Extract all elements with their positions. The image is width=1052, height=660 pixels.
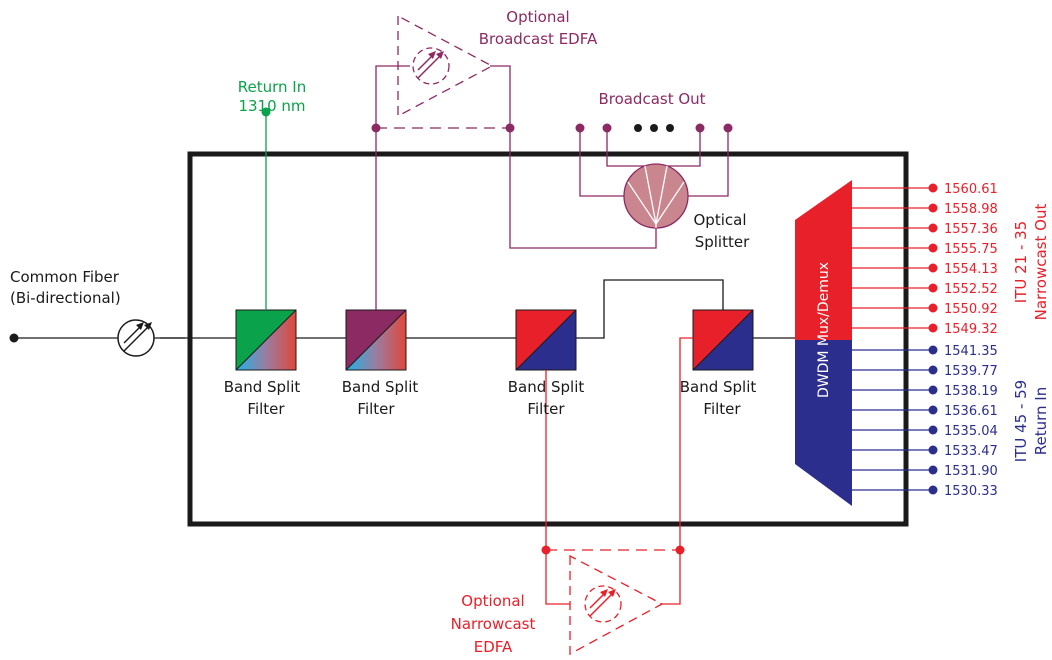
return-channel: 1541.35 [944,344,998,359]
narrowcast-out-lines [852,187,933,329]
broadcast-port-3 [695,123,705,133]
ellipsis-dot [634,124,642,132]
band-split-filter-2 [345,309,407,371]
optical-splitter-label: Optical [694,211,747,229]
broadcast-port-4 [723,123,733,133]
broadcast-port-2 [602,123,612,133]
mux-demux-label: DWDM Mux/Demux [816,262,832,398]
narrowcast-channel-labels: 1560.61 1558.98 1557.36 1555.75 1554.13 … [944,182,998,337]
return-channel: 1539.77 [944,364,998,379]
return-channel: 1533.47 [944,444,998,459]
optical-splitter-icon [623,163,689,229]
common-fiber-port [9,333,19,343]
narrowcast-channel: 1550.92 [944,302,998,317]
optional-narrowcast-label: Optional [461,592,524,610]
broadcast-edfa-amplifier [397,14,494,118]
filter-label-1: Filter [247,400,285,418]
filter-label-4: Filter [703,400,741,418]
band-split-label-2: Band Split [342,378,419,396]
ellipsis-dot [650,124,658,132]
filter-label-3: Filter [527,400,565,418]
photodiode-icon [117,319,155,357]
return-channel: 1538.19 [944,384,998,399]
broadcast-path [375,65,657,310]
narrowcast-channel: 1558.98 [944,202,998,217]
optical-splitter-label-2: Splitter [695,233,750,251]
narrowcast-channel: 1557.36 [944,222,998,237]
narrowcast-out-label: Narrowcast Out [1032,204,1050,321]
return-itu-label: ITU 45 - 59 [1012,380,1030,462]
return-channel-labels: 1541.35 1539.77 1538.19 1536.61 1535.04 … [944,344,998,499]
narrowcast-channel: 1560.61 [944,182,998,197]
return-channel: 1531.90 [944,464,998,479]
broadcast-port-1 [575,123,585,133]
return-channel: 1530.33 [944,484,998,499]
narrowcast-channel: 1549.32 [944,322,998,337]
band-split-filter-4 [692,309,754,371]
ellipsis-dot [666,124,674,132]
return-in-lines [852,349,933,491]
edfa-label: EDFA [474,638,513,656]
band-split-label-3: Band Split [508,378,585,396]
return-channel: 1535.04 [944,424,998,439]
return-in-port [261,107,271,117]
narrowcast-label: Narrowcast [451,615,536,633]
band-split-label-4: Band Split [680,378,757,396]
filter-label-2: Filter [357,400,395,418]
band-split-filter-3 [515,309,577,371]
band-split-label-1: Band Split [224,378,301,396]
return-channel: 1536.61 [944,404,998,419]
narrowcast-channel: 1555.75 [944,242,998,257]
dwdm-mux-demux [795,180,852,506]
narrowcast-channel: 1554.13 [944,262,998,277]
return-in-group-label: Return In [1032,387,1050,455]
band-split-filter-1 [235,309,297,371]
optional-broadcast-label: Optional [506,8,569,26]
narrowcast-edfa-amplifier [569,554,664,656]
equipment-enclosure [187,151,909,527]
narrowcast-path [545,337,693,605]
narrowcast-channel: 1552.52 [944,282,998,297]
return-in-wavelength: 1310 nm [238,97,305,115]
return-in-title: Return In [238,78,306,96]
narrowcast-itu-label: ITU 21 - 35 [1012,221,1030,303]
common-fiber-label: Common Fiber [10,268,120,286]
bidirectional-label: (Bi-directional) [10,289,121,307]
broadcast-out-label: Broadcast Out [598,90,705,108]
broadcast-edfa-label: Broadcast EDFA [479,30,598,48]
